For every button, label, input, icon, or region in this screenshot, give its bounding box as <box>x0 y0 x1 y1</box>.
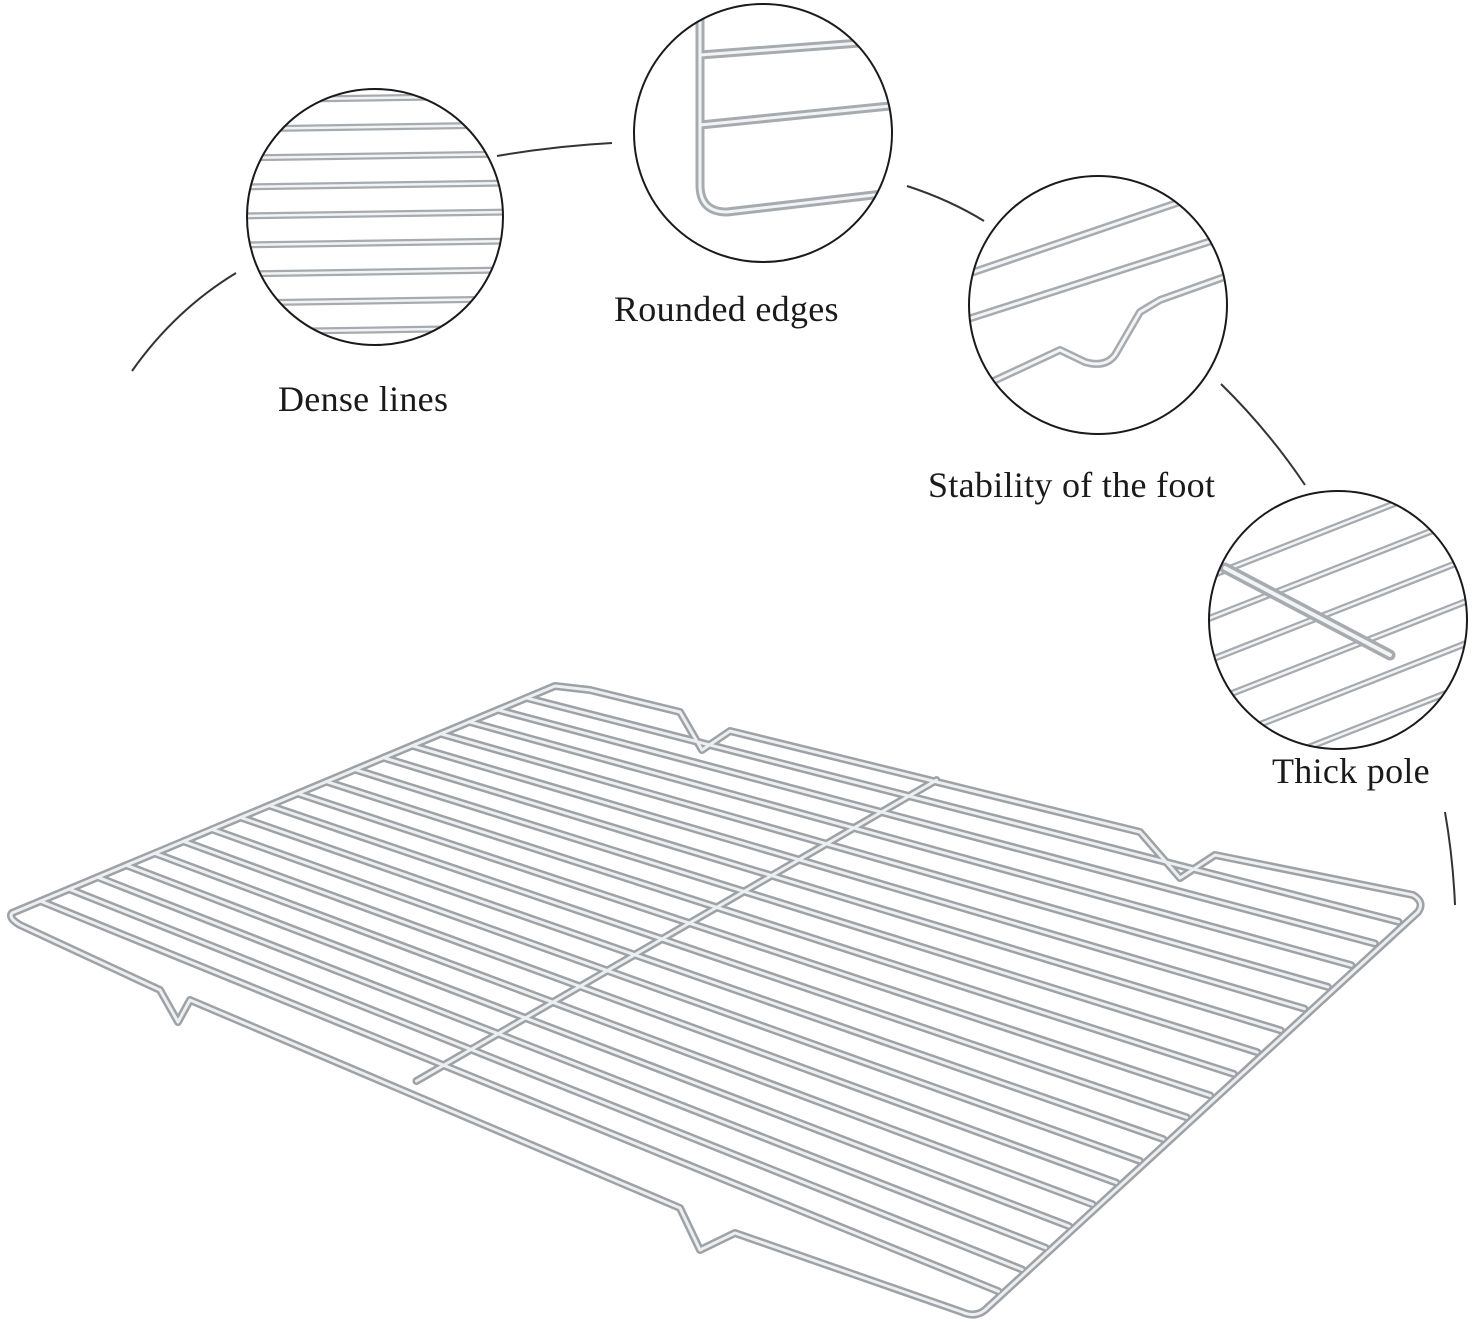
wire-highlight <box>1209 594 1467 708</box>
rack-wire-highlight <box>182 839 1118 1185</box>
dense-wire-highlight <box>247 297 503 305</box>
wire-highlight <box>1223 566 1392 657</box>
rack-wire-highlight <box>439 732 1330 989</box>
connector-left <box>131 272 237 372</box>
thick-pole-label: Thick pole <box>1272 751 1430 791</box>
cooling-rack-image <box>7 682 1425 1319</box>
dense-wire-highlight <box>247 181 503 189</box>
rack-wire-highlight <box>210 827 1142 1163</box>
wire-highlight <box>1209 491 1467 582</box>
rack-wire-highlight <box>410 744 1306 1011</box>
rack-wire-highlight <box>296 792 1212 1098</box>
connector-lines <box>131 142 1456 906</box>
dense-lines-label: Dense lines <box>278 379 449 419</box>
wire-highlight <box>1209 552 1467 666</box>
rack-wire-highlight <box>496 708 1377 945</box>
rack-frame <box>7 682 1425 1319</box>
connector-foot-thick <box>1220 383 1306 486</box>
rack-wire-highlight <box>239 815 1165 1141</box>
rack-wire-highlight <box>96 875 1048 1250</box>
rounded-edges-detail <box>633 3 893 263</box>
connector-right <box>1444 811 1456 906</box>
rounded-edges-label: Rounded edges <box>614 289 839 329</box>
dense-wire-highlight <box>247 239 503 247</box>
rack-wire-highlight <box>124 863 1071 1228</box>
rack-wire-highlight <box>467 720 1353 967</box>
connector-rounded-foot <box>906 185 985 222</box>
rack-wire-highlight <box>153 851 1095 1206</box>
foot-stability-detail <box>968 175 1228 435</box>
connector-dense-rounded <box>496 142 613 157</box>
rack-frame <box>9 684 1423 1317</box>
rack-support-pole-highlight <box>414 778 938 1083</box>
rack-wire-highlight <box>267 804 1189 1119</box>
dense-wire-highlight <box>247 210 503 218</box>
rack-wire-highlight <box>382 756 1283 1032</box>
rack-wire-highlight <box>39 899 1000 1293</box>
wire-highlight <box>1209 678 1467 749</box>
rack-wire-highlight <box>324 780 1236 1076</box>
dense-wire-highlight <box>247 268 503 276</box>
rack-wire-highlight <box>524 696 1400 924</box>
dense-wire-highlight <box>247 152 503 160</box>
rack-wire-highlight <box>353 768 1259 1054</box>
dense-lines-detail <box>246 88 504 346</box>
rack-wire-highlight <box>67 887 1024 1271</box>
thick-pole-detail <box>1208 490 1468 750</box>
foot-stability-label: Stability of the foot <box>928 465 1216 505</box>
